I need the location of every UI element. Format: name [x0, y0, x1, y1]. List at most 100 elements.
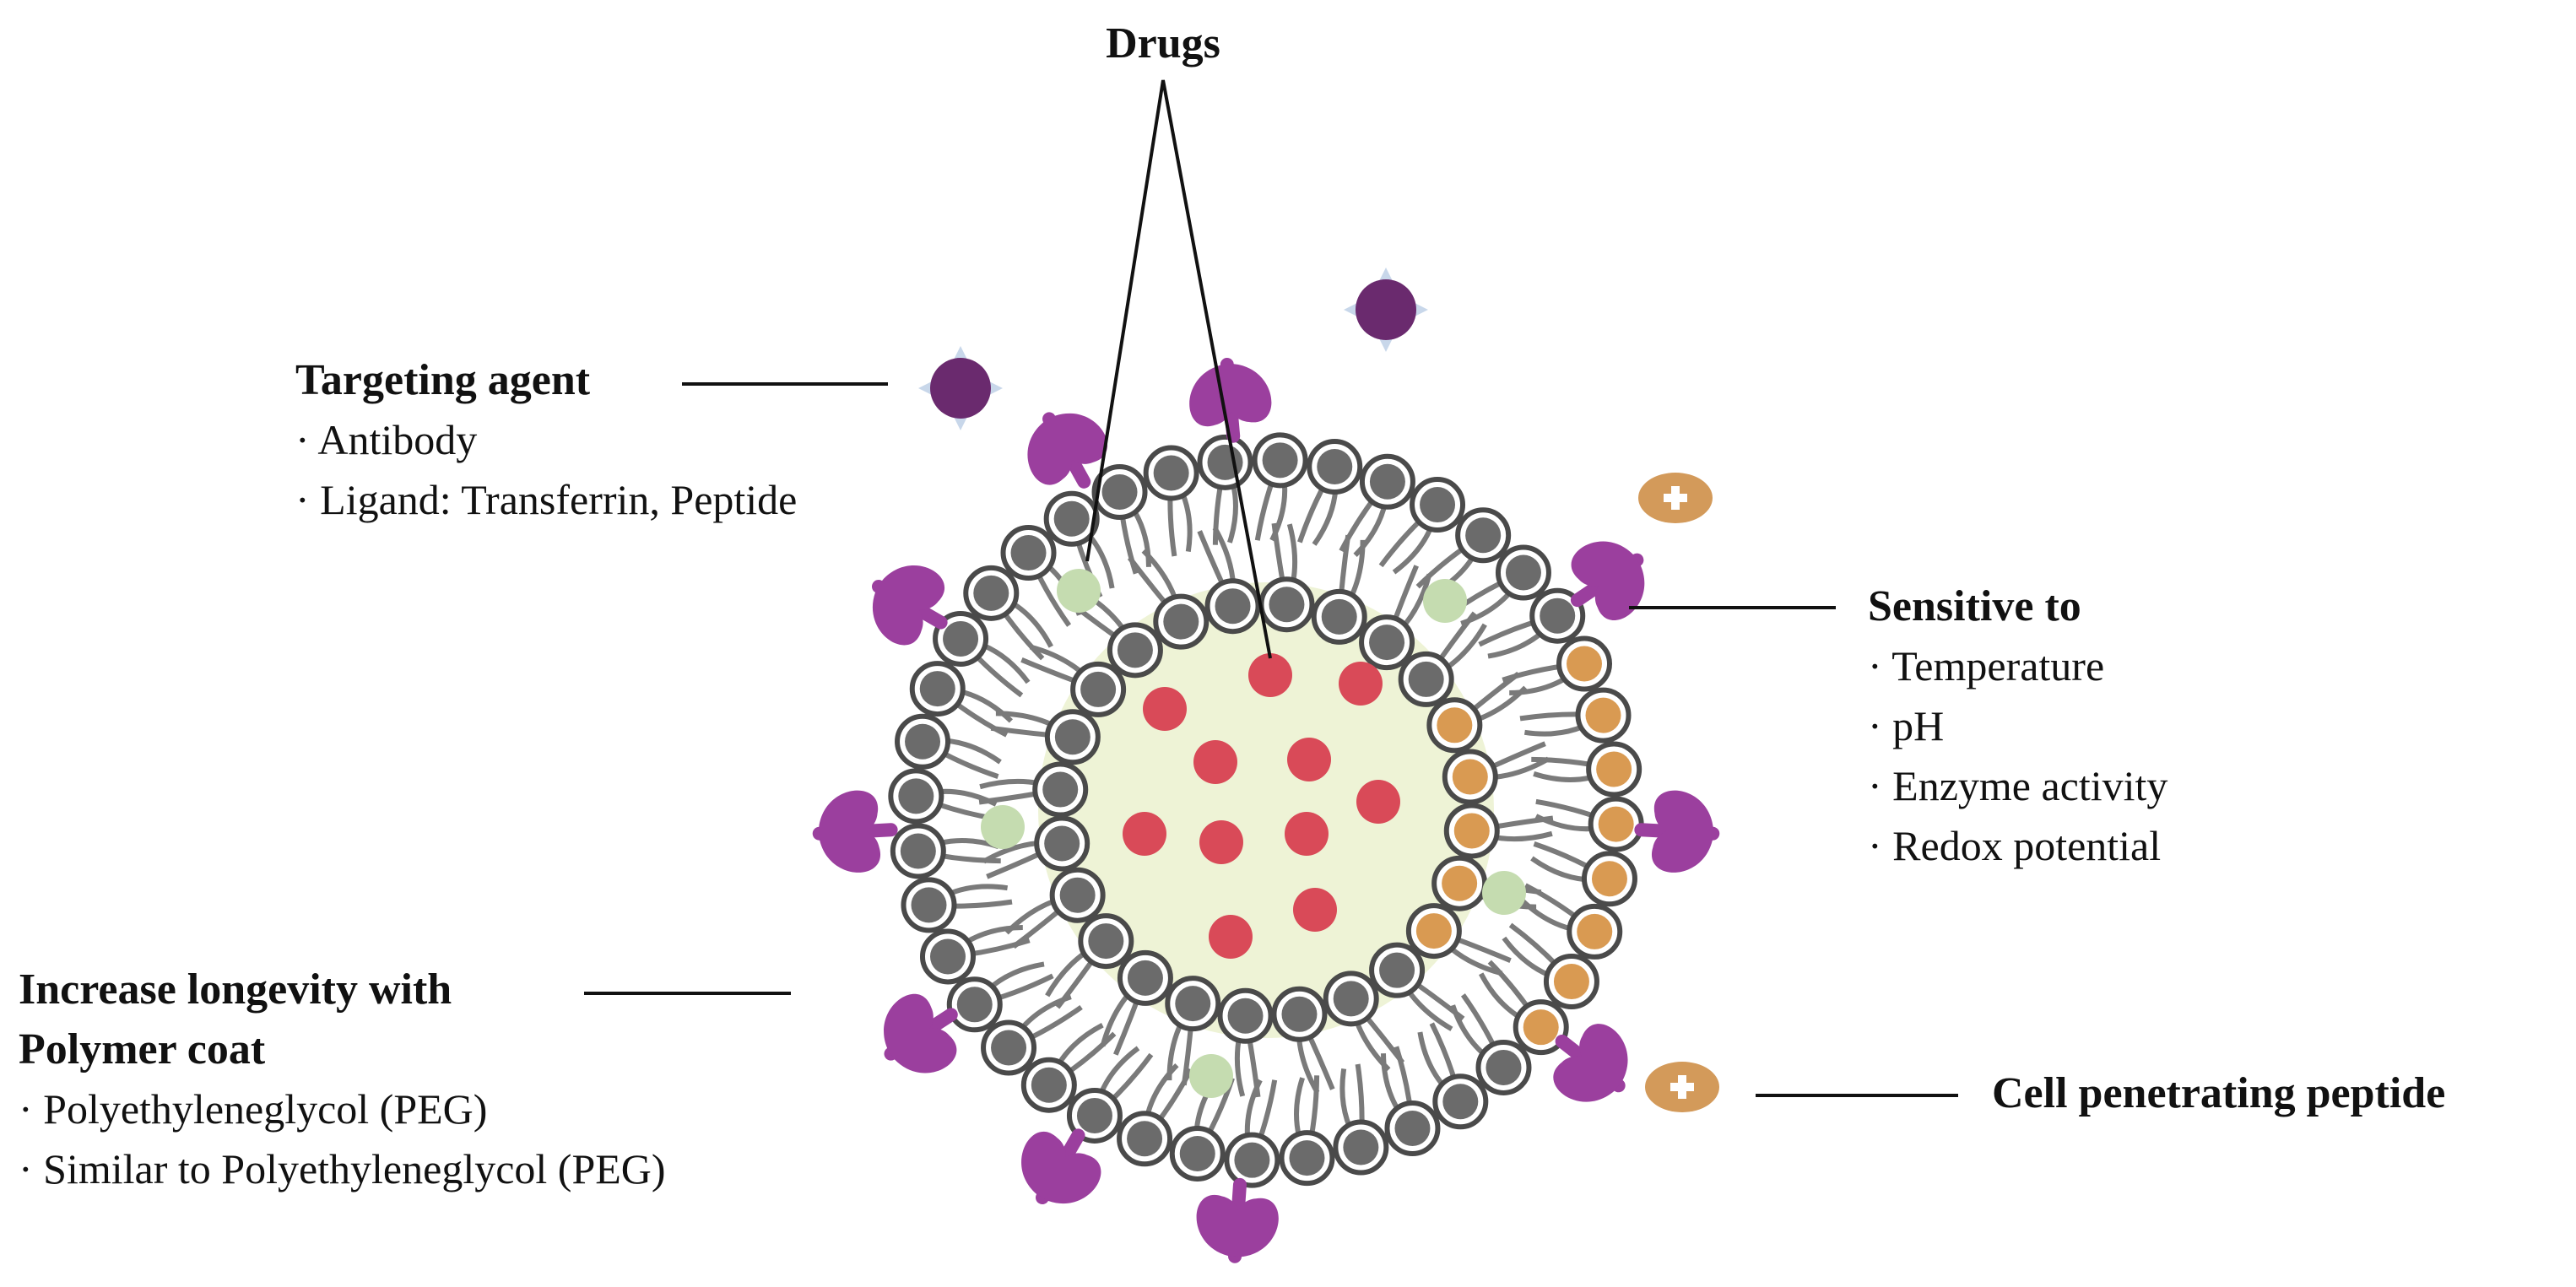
drug-molecules	[1123, 653, 1400, 959]
lipid-head-icon	[1044, 709, 1101, 765]
lipid-head-icon	[1575, 687, 1632, 744]
lipid-head-icon	[1117, 949, 1173, 1006]
sensitive-item: · Temperature	[1868, 642, 2104, 689]
lipid-head-icon	[1091, 463, 1148, 520]
sensitive-item: · Redox potential	[1868, 822, 2161, 869]
lipid-head-icon	[1107, 622, 1163, 679]
lipid-head-icon	[1359, 453, 1415, 510]
lipid-head-icon	[981, 1019, 1037, 1076]
leader-lines	[584, 79, 1958, 1097]
drug-molecule-icon	[1356, 780, 1400, 824]
lipid-head-icon	[1204, 578, 1261, 635]
peg-polymer-icon	[1027, 412, 1108, 489]
lipid-head-icon	[1070, 661, 1127, 717]
lipid-head-icon	[1359, 614, 1415, 671]
lipid-head-icon	[1431, 855, 1488, 911]
lipid-head-icon	[1495, 544, 1551, 601]
lipid-head-icon	[1588, 796, 1644, 852]
lipid-head-icon	[909, 661, 966, 717]
lipid-head-icon	[1443, 803, 1500, 859]
drug-molecule-icon	[1339, 662, 1383, 706]
peg-polymer-icon	[1196, 1177, 1279, 1263]
lipid-head-icon	[1455, 507, 1512, 564]
drugs-pointer-line	[1085, 79, 1272, 659]
cpp-label: Cell penetrating peptide	[1992, 1069, 2445, 1117]
peg-polymers	[812, 358, 1720, 1263]
membrane-drug-icon	[1189, 1054, 1233, 1098]
lipid-head-icon	[1333, 1119, 1389, 1176]
drugs-label: Drugs	[1106, 19, 1220, 68]
drug-molecule-icon	[1123, 812, 1166, 856]
lipid-head-icon	[1034, 815, 1090, 872]
lipid-heads	[888, 432, 1644, 1188]
lipid-head-icon	[1323, 971, 1379, 1027]
lipid-head-icon	[1586, 741, 1642, 798]
longevity-item: · Polyethyleneglycol (PEG)	[19, 1085, 487, 1133]
sensitive-item: · pH	[1868, 702, 1944, 749]
lipid-head-icon	[1475, 1039, 1532, 1095]
lipid-head-icon	[1032, 761, 1089, 818]
lipid-head-icon	[895, 713, 951, 770]
peg-polymer-icon	[1021, 1128, 1101, 1204]
membrane-drug-icon	[981, 805, 1025, 849]
lipid-head-icon	[1197, 434, 1253, 490]
peg-polymer-icon	[1570, 541, 1645, 620]
lipid-head-icon	[963, 565, 1020, 621]
lipid-head-icon	[1217, 987, 1274, 1044]
longevity-heading: Increase longevity with	[19, 965, 452, 1014]
lipid-head-icon	[1169, 1125, 1226, 1182]
drug-molecule-icon	[1143, 687, 1187, 731]
peg-polymer-icon	[1189, 358, 1272, 443]
lipid-head-icon	[1049, 867, 1106, 923]
cell-penetrating-peptide-icon	[1645, 1062, 1719, 1112]
lipid-head-icon	[1000, 525, 1057, 581]
targeting-agents	[918, 268, 1428, 430]
drug-molecule-icon	[1287, 738, 1331, 781]
lipid-head-icon	[1543, 954, 1599, 1010]
peg-polymer-icon	[1634, 790, 1720, 873]
lipid-head-icon	[1410, 477, 1466, 533]
drug-molecule-icon	[1199, 820, 1243, 864]
lipid-head-icon	[1384, 1100, 1441, 1157]
lipid-head-icon	[919, 928, 976, 985]
sensitive-item: · Enzyme activity	[1868, 762, 2167, 809]
targeting-item: · Ligand: Transferrin, Peptide	[295, 476, 797, 523]
peg-polymer-icon	[812, 790, 898, 873]
targeting-item: · Antibody	[295, 416, 477, 463]
drug-molecule-icon	[1209, 915, 1253, 959]
lipid-head-icon	[1165, 976, 1221, 1032]
lipid-head-icon	[1271, 986, 1328, 1042]
lipid-head-icon	[1307, 439, 1363, 495]
peg-polymer-icon	[884, 993, 958, 1073]
cell-penetrating-peptide-icon	[1638, 473, 1713, 523]
lipid-head-icon	[1020, 1057, 1077, 1113]
lipid-head-icon	[1258, 576, 1315, 633]
lipid-head-icon	[1117, 1111, 1173, 1167]
lipid-head-icon	[1405, 903, 1462, 960]
lipid-head-icon	[1252, 432, 1308, 489]
lipid-head-icon	[1556, 635, 1613, 692]
lipid-head-icon	[888, 768, 944, 825]
lipid-head-icon	[946, 976, 1003, 1033]
lipid-head-icon	[1224, 1132, 1280, 1188]
lipid-head-icon	[1442, 749, 1498, 805]
lipid-head-icon	[1398, 651, 1454, 707]
antibody-icon	[918, 346, 1003, 430]
longevity-item: · Similar to Polyethyleneglycol (PEG)	[19, 1145, 666, 1192]
lipid-head-icon	[1143, 445, 1199, 501]
peg-polymer-icon	[1553, 1024, 1628, 1102]
lipid-head-icon	[1369, 942, 1426, 998]
antibody-icon	[1344, 268, 1428, 352]
sensitive-heading: Sensitive to	[1868, 582, 2081, 630]
membrane-drug-icon	[1057, 569, 1101, 613]
lipid-head-icon	[1043, 490, 1100, 547]
lipid-head-icon	[1078, 913, 1134, 970]
peg-polymer-icon	[872, 565, 948, 646]
membrane-drug-molecules	[981, 569, 1526, 1098]
lipid-head-icon	[1426, 697, 1483, 754]
lipid-head-icon	[1311, 588, 1367, 645]
longevity-heading: Polymer coat	[19, 1025, 266, 1073]
lipid-head-icon	[1529, 587, 1586, 644]
